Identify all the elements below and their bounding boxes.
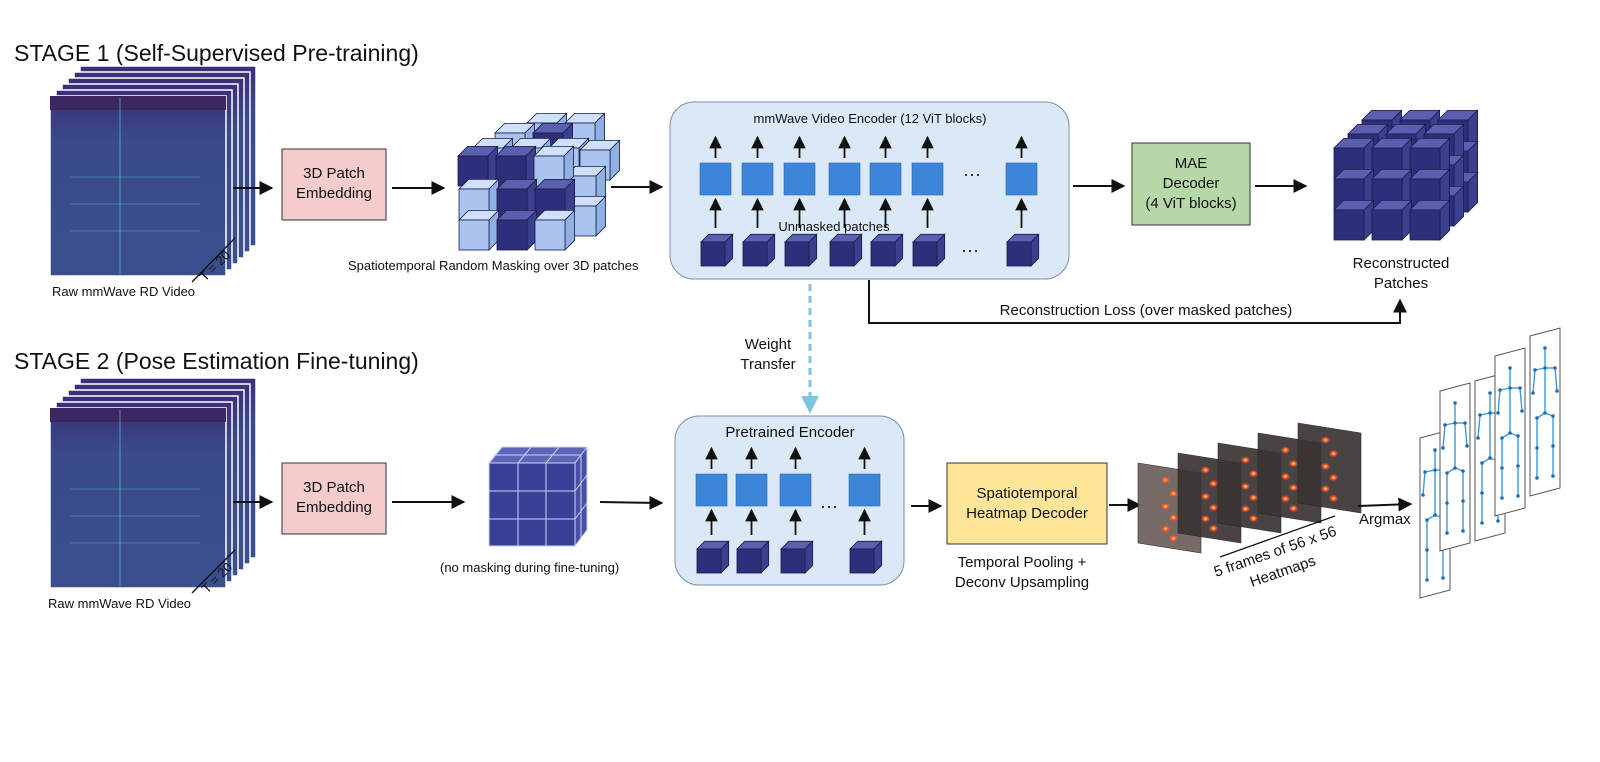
unmasked-patch-cube bbox=[780, 540, 814, 574]
token-block bbox=[741, 162, 774, 196]
transfer-line2: Transfer bbox=[740, 356, 795, 373]
frames-bracket-line bbox=[191, 237, 236, 283]
encoder-tokens-stage1 bbox=[699, 135, 1040, 267]
heatmaps-bracket bbox=[1219, 515, 1336, 558]
rd-frame bbox=[49, 95, 227, 277]
heatmap-dec-line1: Spatiotemporal bbox=[977, 485, 1078, 502]
token-block bbox=[1005, 162, 1038, 196]
encoder-ellipsis-top: ··· bbox=[963, 164, 981, 184]
patch-embed2-line1: 3D Patch bbox=[303, 479, 365, 496]
rd-video-stack-stage2 bbox=[49, 377, 257, 589]
skeleton-frames bbox=[1419, 327, 1561, 599]
masked-patch-cube bbox=[533, 145, 575, 187]
reconstructed-cube bbox=[1371, 199, 1413, 241]
unmasked-patch-cube bbox=[696, 540, 730, 574]
token-block bbox=[783, 162, 816, 196]
reconstructed-cube bbox=[1409, 199, 1451, 241]
decoder-line3: (4 ViT blocks) bbox=[1145, 195, 1236, 212]
heatmap-frames bbox=[1137, 422, 1362, 554]
unmasked-patch-cube bbox=[870, 233, 904, 267]
pretrained-encoder-title: Pretrained Encoder bbox=[725, 424, 854, 441]
encoder-tokens-stage2 bbox=[695, 446, 883, 574]
heatmap-decoder-box bbox=[946, 462, 1108, 545]
unmasked-patch-cube bbox=[742, 233, 776, 267]
visible-patch-cube bbox=[534, 178, 576, 220]
stage1-video-label: Raw mmWave RD Video bbox=[52, 284, 195, 299]
heatmap-dec-line2: Heatmap Decoder bbox=[966, 505, 1088, 522]
token-block bbox=[779, 473, 812, 507]
visible-patch-cube bbox=[496, 209, 538, 251]
patch-embedding-box-stage2 bbox=[281, 462, 387, 535]
encoder-title: mmWave Video Encoder (12 ViT blocks) bbox=[754, 111, 987, 126]
token-block bbox=[695, 473, 728, 507]
arrow-heatmaps-to-skeletons bbox=[1357, 497, 1413, 512]
masking-caption: Spatiotemporal Random Masking over 3D pa… bbox=[348, 258, 639, 273]
reconstructed-cube bbox=[1409, 137, 1451, 179]
skeleton-frame bbox=[1494, 347, 1526, 517]
reconstructed-cube bbox=[1333, 199, 1375, 241]
token-block bbox=[699, 162, 732, 196]
rd-frame-band bbox=[50, 408, 226, 422]
rd-video-stack-stage1 bbox=[49, 65, 257, 277]
reconstructed-patch-cluster bbox=[1333, 109, 1479, 241]
pretrained-ellipsis: ··· bbox=[820, 496, 838, 516]
recon-line2: Patches bbox=[1374, 275, 1428, 292]
pooling-line1: Temporal Pooling + bbox=[958, 554, 1087, 571]
unmasked-patch-cube bbox=[849, 540, 883, 574]
stage1-title: STAGE 1 (Self-Supervised Pre-training) bbox=[14, 40, 419, 66]
encoder-ellipsis-bottom: ··· bbox=[961, 240, 979, 260]
decoder-line1: MAE bbox=[1175, 155, 1208, 172]
frames-bracket-line-2 bbox=[191, 549, 236, 594]
arrow-cube-to-pretrained bbox=[599, 495, 664, 510]
stage2-title: STAGE 2 (Pose Estimation Fine-tuning) bbox=[14, 348, 419, 374]
patch-embed2-line2: Embedding bbox=[296, 499, 372, 516]
unmasked-patch-cube bbox=[1006, 233, 1040, 267]
transfer-line1: Weight bbox=[745, 336, 792, 353]
nomask-caption: (no masking during fine-tuning) bbox=[440, 560, 619, 575]
unmasked-label: Unmasked patches bbox=[778, 219, 890, 234]
stage2-video-label: Raw mmWave RD Video bbox=[48, 596, 191, 611]
loss-label: Reconstruction Loss (over masked patches… bbox=[1000, 302, 1293, 319]
masked-patch-cube bbox=[534, 209, 576, 251]
unmasked-patch-cube bbox=[736, 540, 770, 574]
full-patch-cube bbox=[487, 445, 588, 548]
rd-frame-band bbox=[50, 96, 226, 110]
skeleton-frame bbox=[1529, 327, 1561, 497]
recon-line1: Reconstructed bbox=[1353, 255, 1450, 272]
token-block bbox=[911, 162, 944, 196]
masked-patch-cluster bbox=[457, 112, 621, 251]
rd-frame bbox=[49, 407, 227, 589]
patch-embedding-box-stage1 bbox=[281, 148, 387, 221]
unmasked-patch-cube bbox=[829, 233, 863, 267]
mae-decoder-box bbox=[1131, 142, 1251, 226]
decoder-line2: Decoder bbox=[1163, 175, 1220, 192]
heatmap-frame bbox=[1297, 422, 1362, 514]
patch-embed-line1: 3D Patch bbox=[303, 165, 365, 182]
argmax-label: Argmax bbox=[1359, 511, 1411, 528]
patch-embed-line2: Embedding bbox=[296, 185, 372, 202]
unmasked-patch-cube bbox=[912, 233, 946, 267]
unmasked-patch-cube bbox=[784, 233, 818, 267]
token-block bbox=[735, 473, 768, 507]
unmasked-patch-cube bbox=[700, 233, 734, 267]
token-block bbox=[869, 162, 902, 196]
masked-patch-cube bbox=[458, 209, 500, 251]
reconstruction-loss-arrow bbox=[868, 280, 1407, 324]
pooling-line2: Deconv Upsampling bbox=[955, 574, 1089, 591]
token-block bbox=[848, 473, 881, 507]
skeleton-frame bbox=[1439, 382, 1471, 552]
token-block bbox=[828, 162, 861, 196]
